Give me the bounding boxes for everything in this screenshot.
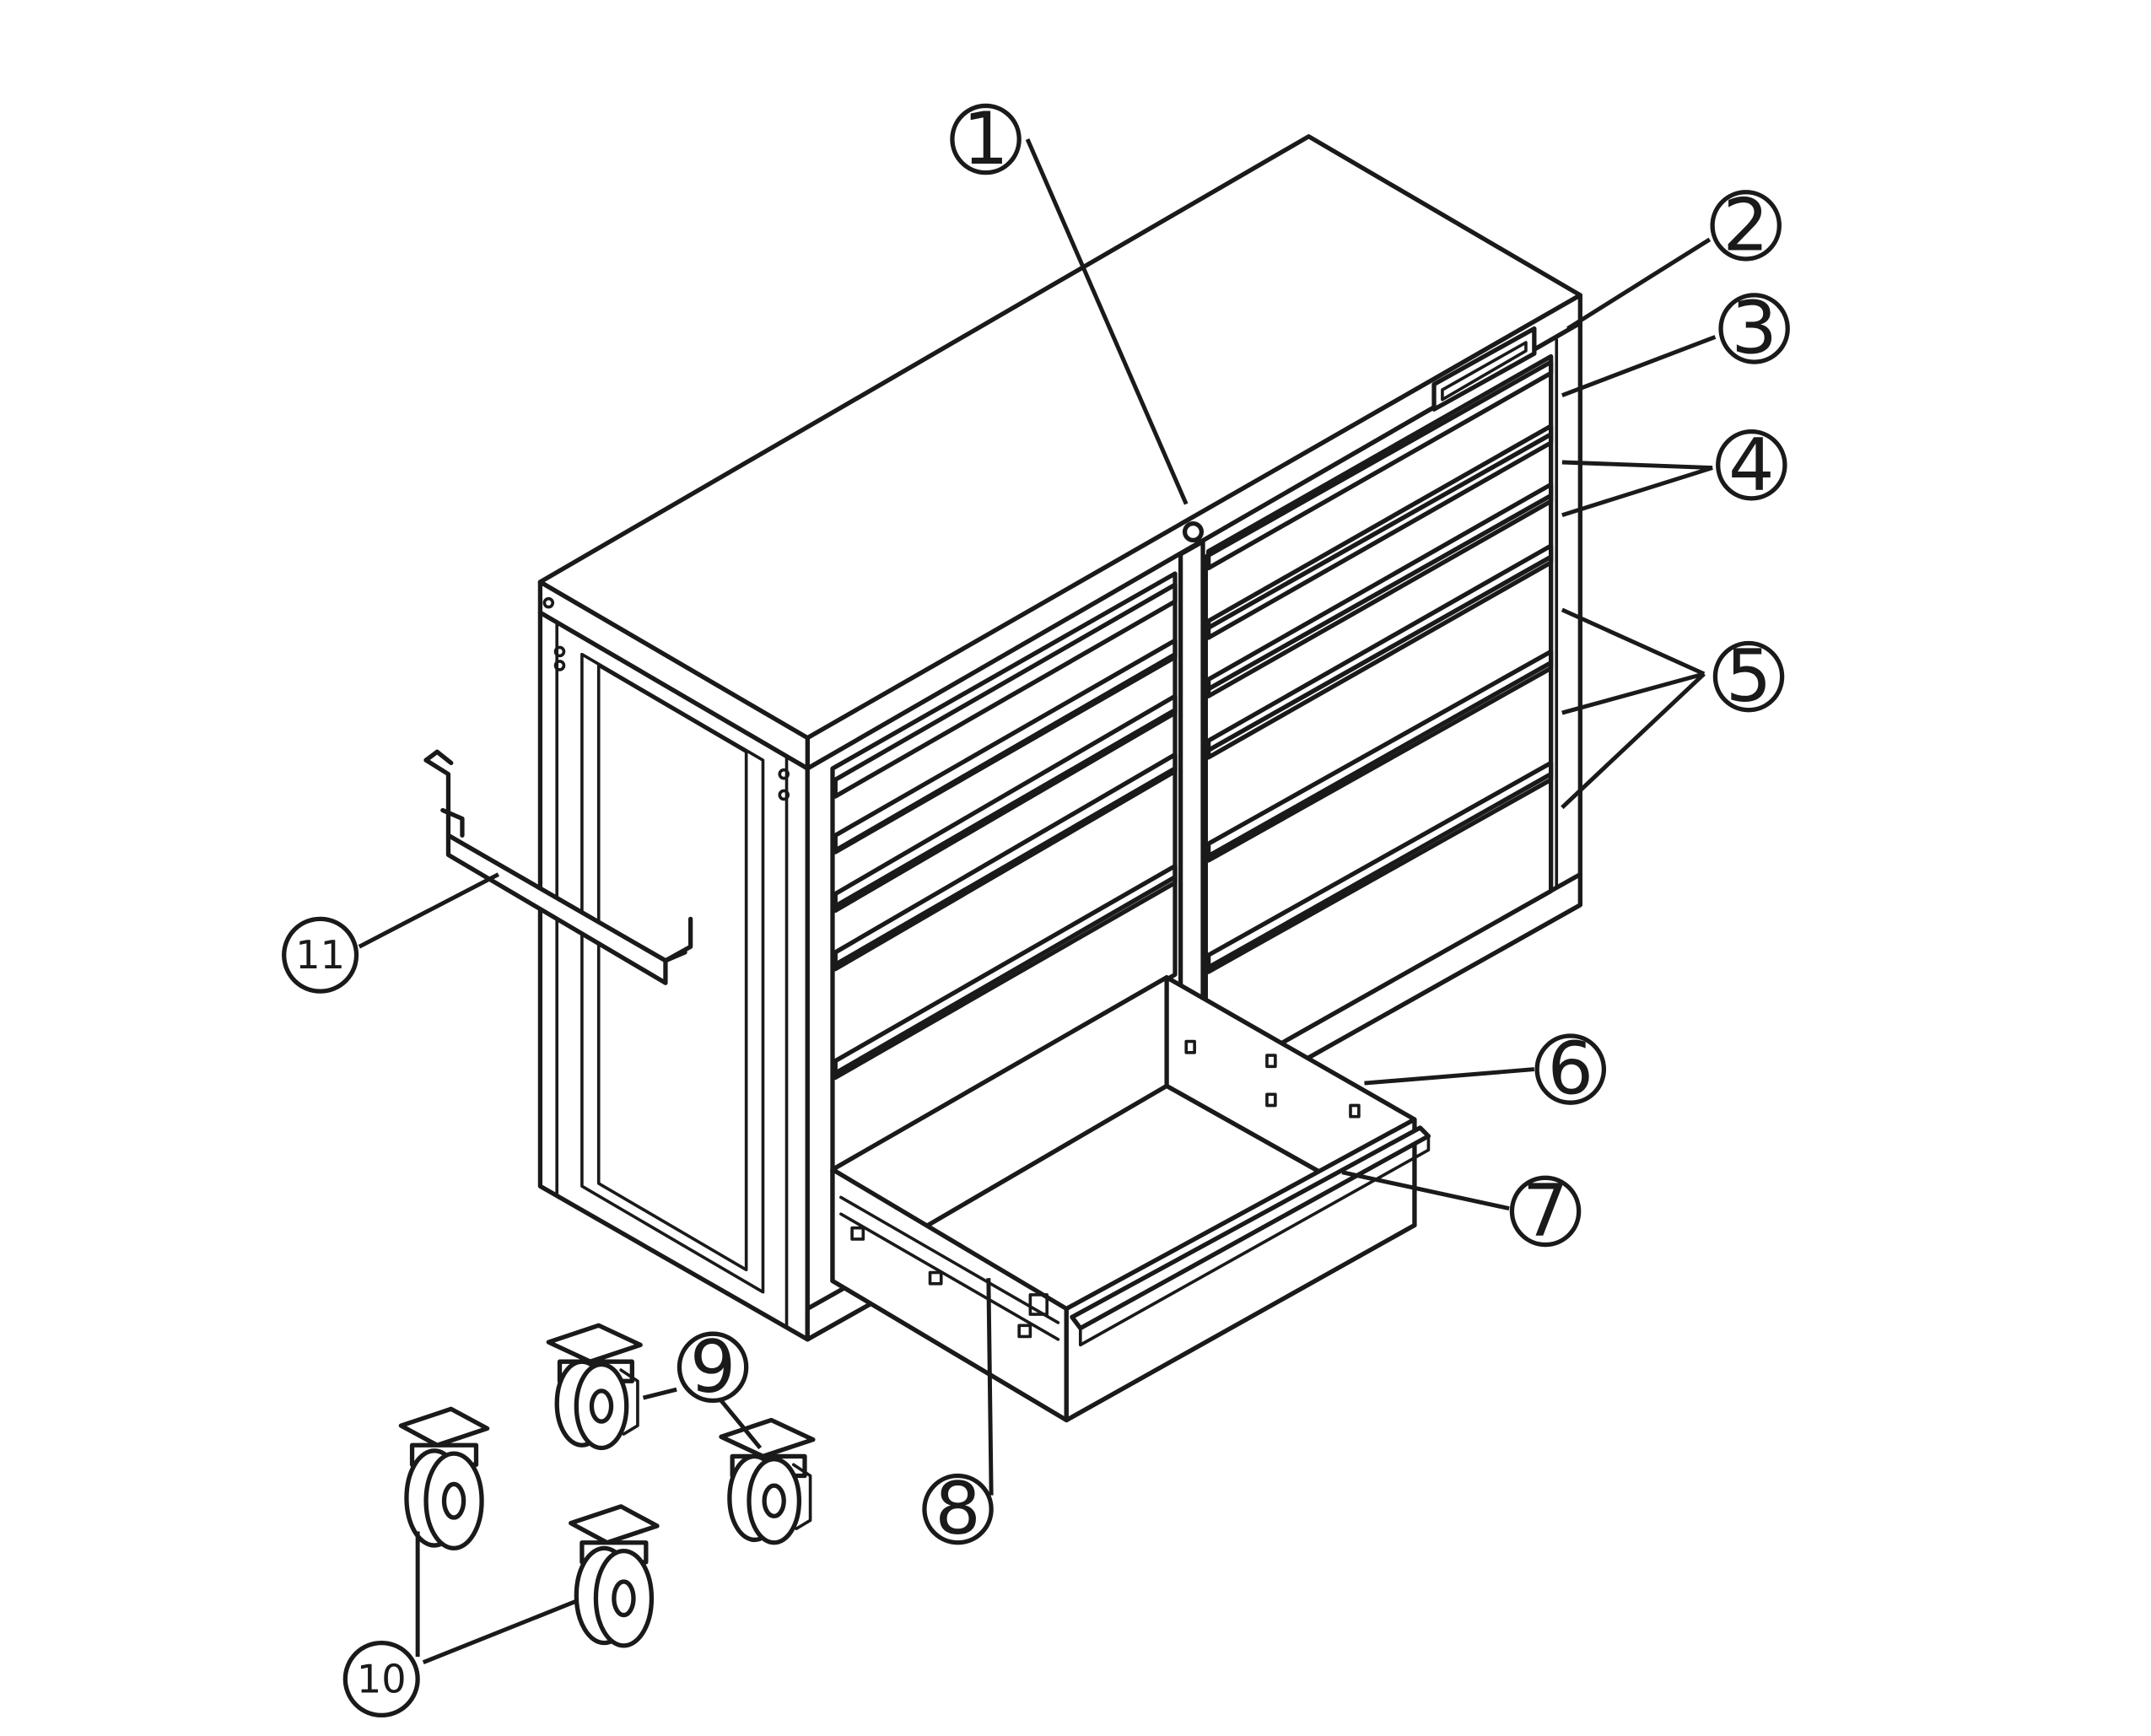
callout-3: 3 bbox=[1718, 287, 1790, 371]
caster-wheel bbox=[546, 1323, 643, 1451]
svg-text:1: 1 bbox=[962, 97, 1009, 181]
svg-text:7: 7 bbox=[1523, 1169, 1569, 1253]
callout-9: 9 bbox=[677, 1325, 749, 1410]
callout-1: 1 bbox=[950, 97, 1022, 181]
drawer-handle bbox=[1205, 760, 1554, 974]
drawer-handle bbox=[833, 582, 1178, 799]
callout-8: 8 bbox=[922, 1467, 994, 1551]
svg-text:3: 3 bbox=[1731, 287, 1777, 371]
side-handle-part bbox=[423, 749, 693, 985]
svg-text:8: 8 bbox=[935, 1467, 981, 1551]
drawer-handle bbox=[833, 638, 1178, 855]
svg-text:4: 4 bbox=[1728, 423, 1775, 507]
svg-text:9: 9 bbox=[690, 1325, 736, 1410]
drawer-handle bbox=[833, 863, 1178, 1081]
svg-text:6: 6 bbox=[1547, 1027, 1593, 1112]
center-divider bbox=[1178, 539, 1205, 1019]
drawer-handle bbox=[1205, 423, 1554, 640]
callout-6: 6 bbox=[1534, 1027, 1607, 1112]
callout-5: 5 bbox=[1712, 634, 1785, 719]
caster-wheel bbox=[398, 1406, 490, 1550]
right-drawer-stack bbox=[1203, 353, 1554, 1089]
callout-4: 4 bbox=[1716, 423, 1787, 507]
drawer-handle bbox=[833, 752, 1178, 972]
svg-text:5: 5 bbox=[1726, 634, 1772, 719]
drawer-handle bbox=[833, 693, 1178, 914]
svg-text:10: 10 bbox=[357, 1657, 407, 1702]
left-drawer bbox=[830, 875, 1178, 1175]
leader-lines bbox=[358, 138, 1717, 1664]
svg-text:2: 2 bbox=[1722, 183, 1769, 267]
caster-wheels bbox=[398, 1323, 816, 1648]
drawer-handle bbox=[1205, 482, 1554, 698]
drawer-handle bbox=[1205, 353, 1554, 571]
drawer-handle bbox=[1205, 543, 1554, 760]
drawer-front bbox=[1064, 1117, 1417, 1423]
callout-bubbles: 1 2 3 4 5 6 7 8 bbox=[282, 97, 1790, 1718]
drawer-handle bbox=[1205, 649, 1554, 863]
callout-10: 10 bbox=[342, 1640, 420, 1718]
left-drawer-stack bbox=[830, 571, 1178, 1175]
callout-11: 11 bbox=[282, 916, 359, 994]
caster-wheel bbox=[569, 1504, 660, 1648]
svg-text:11: 11 bbox=[295, 932, 345, 978]
callout-7: 7 bbox=[1509, 1169, 1582, 1253]
lock-icon bbox=[1182, 520, 1205, 543]
callout-2: 2 bbox=[1710, 183, 1782, 267]
caster-wheel bbox=[719, 1417, 816, 1545]
